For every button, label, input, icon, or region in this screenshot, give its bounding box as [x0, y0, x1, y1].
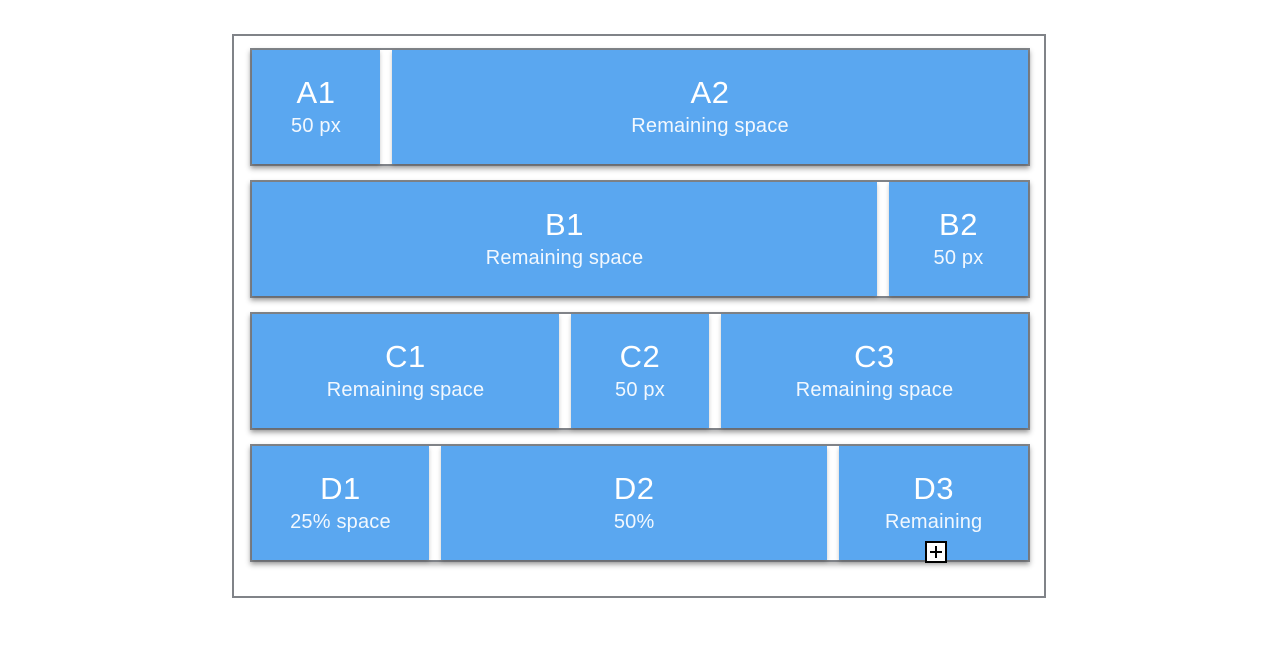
panel-b2-subtitle: 50 px: [933, 247, 984, 269]
panel-c2-title: C2: [619, 339, 661, 374]
panel-d2-title: D2: [613, 471, 655, 506]
panel-b2-title: B2: [939, 207, 978, 242]
panel-c3-title: C3: [854, 339, 895, 374]
panel-c1[interactable]: C1 Remaining space: [252, 314, 559, 428]
layout-row-b: B1 Remaining space B2 50 px: [250, 180, 1030, 298]
layout-row-c: C1 Remaining space C2 50 px C3 Remaining…: [250, 312, 1030, 430]
panel-a1-subtitle: 50 px: [291, 115, 341, 137]
panel-a2-subtitle: Remaining space: [631, 115, 789, 137]
panel-c3[interactable]: C3 Remaining space: [721, 314, 1028, 428]
layout-container: A1 50 px A2 Remaining space B1 Remaining…: [232, 34, 1046, 598]
panel-d2[interactable]: D2 50%: [440, 446, 828, 560]
panel-d2-subtitle: 50%: [613, 511, 655, 533]
panel-a1[interactable]: A1 50 px: [252, 50, 380, 164]
panel-a2-title: A2: [690, 75, 730, 110]
panel-a1-title: A1: [296, 75, 336, 110]
plus-cursor-icon: [925, 541, 947, 563]
panel-d1-title: D1: [320, 471, 361, 506]
panel-b1[interactable]: B1 Remaining space: [252, 182, 877, 296]
panel-a2[interactable]: A2 Remaining space: [392, 50, 1028, 164]
panel-c2-subtitle: 50 px: [615, 379, 665, 401]
layout-row-d: D1 25% space D2 50% D3 Remaining: [250, 444, 1030, 562]
panel-d1[interactable]: D1 25% space: [252, 446, 429, 560]
panel-c2[interactable]: C2 50 px: [571, 314, 709, 428]
panel-b2[interactable]: B2 50 px: [889, 182, 1028, 296]
panel-b1-title: B1: [545, 207, 584, 242]
layout-row-a: A1 50 px A2 Remaining space: [250, 48, 1030, 166]
panel-c1-title: C1: [385, 339, 426, 374]
panel-c3-subtitle: Remaining space: [795, 379, 954, 401]
panel-d3-title: D3: [913, 471, 954, 506]
panel-b1-subtitle: Remaining space: [485, 247, 644, 269]
panel-c1-subtitle: Remaining space: [326, 379, 485, 401]
panel-d1-subtitle: 25% space: [290, 511, 391, 533]
panel-d3-subtitle: Remaining: [884, 511, 983, 533]
